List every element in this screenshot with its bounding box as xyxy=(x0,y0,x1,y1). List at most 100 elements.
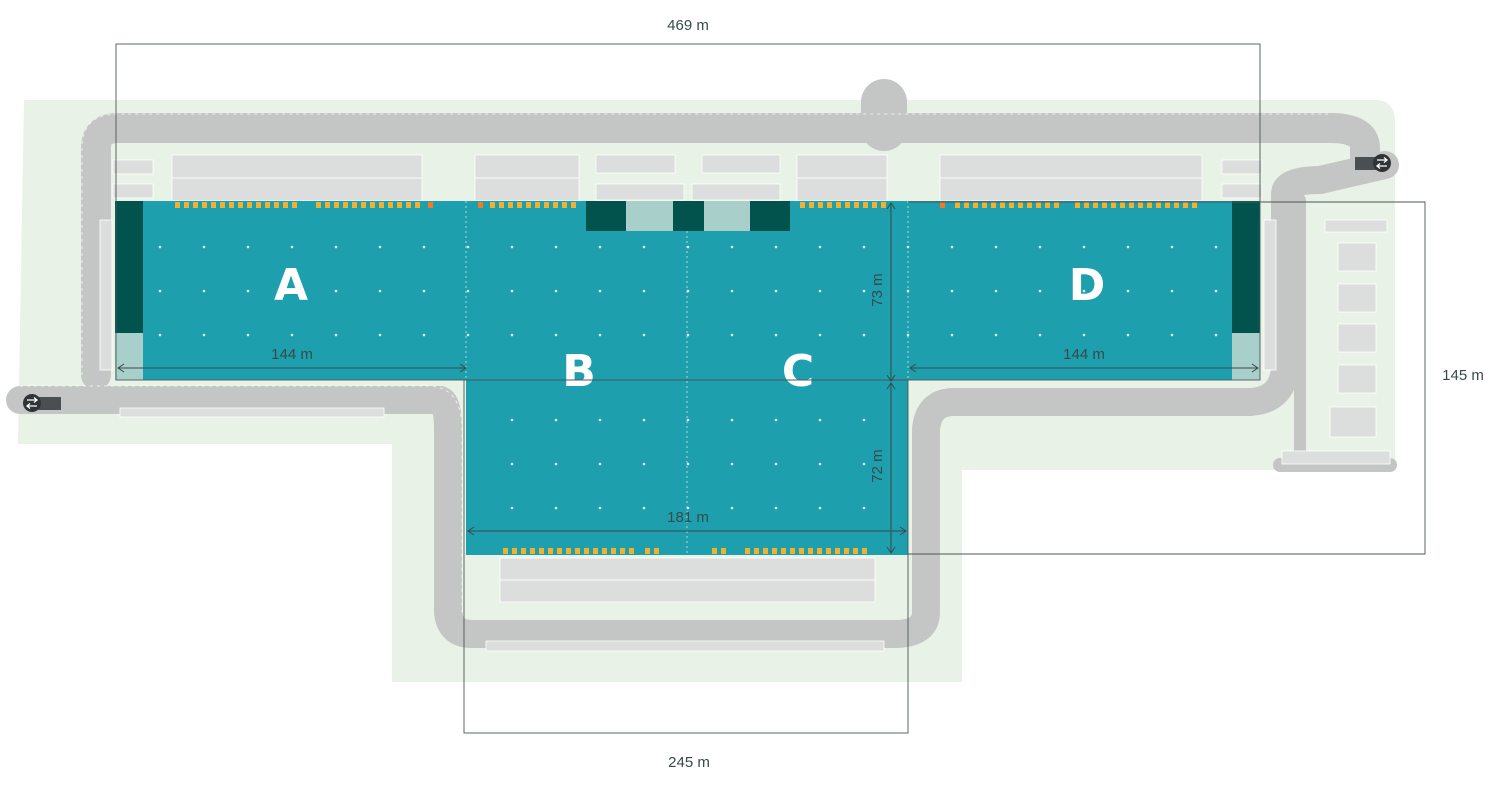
column-dot xyxy=(1170,333,1174,337)
dock-door xyxy=(352,202,357,208)
dock-door xyxy=(512,548,517,554)
dock-door xyxy=(388,202,393,208)
dock-door xyxy=(1075,202,1080,208)
column-dot xyxy=(1214,333,1218,337)
column-dot xyxy=(686,333,690,337)
dimension-lower-depth: 72 m xyxy=(869,449,886,482)
dock-door xyxy=(406,202,411,208)
dock-door xyxy=(184,202,189,208)
dock-door xyxy=(982,202,987,208)
dock-door xyxy=(478,202,483,208)
column-dot xyxy=(1214,245,1218,249)
column-grid xyxy=(158,245,1218,510)
dock-door xyxy=(274,202,279,208)
dock-door xyxy=(292,202,297,208)
dock-door xyxy=(530,548,535,554)
office-annex-c xyxy=(704,201,750,231)
dock-door xyxy=(1018,202,1023,208)
column-dot xyxy=(158,245,162,249)
entry-exit-icon xyxy=(1355,154,1391,172)
dock-door xyxy=(265,202,270,208)
column-dot xyxy=(334,245,338,249)
column-dot xyxy=(334,333,338,337)
office-annex-d xyxy=(1232,333,1260,380)
dock-door xyxy=(499,202,504,208)
column-dot xyxy=(994,333,998,337)
column-dot xyxy=(554,418,558,422)
dock-door xyxy=(535,202,540,208)
dock-door xyxy=(800,202,805,208)
office-block-a xyxy=(115,201,143,333)
column-dot xyxy=(862,418,866,422)
dock-door xyxy=(379,202,384,208)
dock-door xyxy=(845,202,850,208)
column-dot xyxy=(466,245,470,249)
column-dot xyxy=(422,289,426,293)
column-dot xyxy=(774,462,778,466)
dock-door xyxy=(1111,202,1116,208)
dock-door xyxy=(571,202,576,208)
office-core xyxy=(673,201,704,231)
loading-docks xyxy=(175,202,1197,554)
dock-door xyxy=(1174,202,1179,208)
dock-door xyxy=(220,202,225,208)
dock-door xyxy=(955,202,960,208)
column-dot xyxy=(202,333,206,337)
dock-door xyxy=(844,548,849,554)
parking-stall-lines xyxy=(172,177,1202,581)
dock-door xyxy=(553,202,558,208)
dimension-bottom-width: 245 m xyxy=(668,754,710,771)
column-dot xyxy=(774,333,778,337)
column-dot xyxy=(862,289,866,293)
dimension-unit-a-width: 144 m xyxy=(271,346,313,363)
column-dot xyxy=(642,333,646,337)
dock-door xyxy=(415,202,420,208)
column-dot xyxy=(994,245,998,249)
dock-door xyxy=(1036,202,1041,208)
dock-door xyxy=(548,548,553,554)
column-dot xyxy=(290,245,294,249)
dock-door xyxy=(1120,202,1125,208)
dock-door xyxy=(1054,202,1059,208)
column-dot xyxy=(818,462,822,466)
column-dot xyxy=(598,462,602,466)
dock-door xyxy=(611,548,616,554)
column-dot xyxy=(158,289,162,293)
dock-door xyxy=(853,548,858,554)
dock-door xyxy=(808,548,813,554)
dock-door xyxy=(562,202,567,208)
dock-door xyxy=(370,202,375,208)
column-dot xyxy=(906,289,910,293)
office-block-d xyxy=(1232,201,1260,333)
column-dot xyxy=(1038,333,1042,337)
dock-door xyxy=(881,202,886,208)
column-dot xyxy=(950,333,954,337)
dock-door xyxy=(745,548,750,554)
dock-door xyxy=(238,202,243,208)
column-dot xyxy=(202,289,206,293)
column-dot xyxy=(1126,245,1130,249)
column-dot xyxy=(730,418,734,422)
dock-door xyxy=(1129,202,1134,208)
dock-door xyxy=(397,202,402,208)
column-dot xyxy=(290,289,294,293)
dock-door xyxy=(593,548,598,554)
unit-dividers xyxy=(465,201,909,555)
column-dot xyxy=(510,333,514,337)
dock-door xyxy=(544,202,549,208)
dock-door xyxy=(835,548,840,554)
dock-door xyxy=(1192,202,1197,208)
dock-door xyxy=(790,548,795,554)
dock-door xyxy=(517,202,522,208)
dock-door xyxy=(872,202,877,208)
column-dot xyxy=(906,245,910,249)
column-dot xyxy=(642,289,646,293)
column-dot xyxy=(862,245,866,249)
column-dot xyxy=(246,245,250,249)
column-dot xyxy=(598,418,602,422)
dimension-overall-width: 469 m xyxy=(667,17,709,34)
column-dot xyxy=(598,289,602,293)
unit-label-a: A xyxy=(274,260,308,311)
dock-door xyxy=(620,548,625,554)
